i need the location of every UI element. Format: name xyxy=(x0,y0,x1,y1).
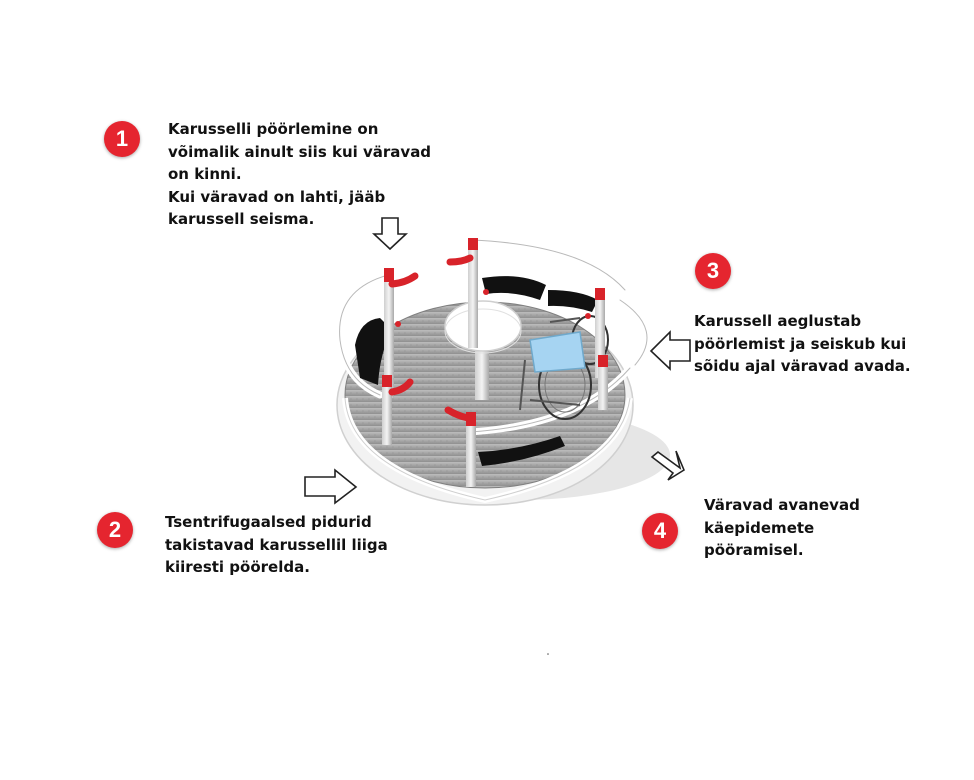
callout-3-badge: 3 xyxy=(695,253,731,289)
callout-1-line-1: Karusselli pöörlemine on xyxy=(168,120,379,138)
callout-1-text: Karusselli pöörlemine on võimalik ainult… xyxy=(168,118,431,231)
callout-3-line-2: pöörlemist ja seiskub kui xyxy=(694,334,907,353)
callout-3-line-1: Karussell aeglustab xyxy=(694,312,862,330)
callout-4-line-2: käepidemete xyxy=(704,518,815,537)
arrow-to-handle xyxy=(650,450,686,481)
callout-1-line-3: on kinni. xyxy=(168,165,242,183)
callout-2-line-2: takistavad karussellil liiga xyxy=(165,535,388,554)
callout-2-line-1: Tsentrifugaalsed pidurid xyxy=(165,513,372,531)
arrow-to-gate-right xyxy=(649,330,691,371)
wheelchair xyxy=(519,315,609,420)
centre-table xyxy=(444,300,522,400)
callout-4-text: Väravad avanevad käepidemete pööramisel. xyxy=(704,494,860,562)
callout-1-line-4: Kui väravad on lahti, jääb xyxy=(168,187,386,206)
arrow-to-gate-top xyxy=(371,217,409,251)
red-gate-handles xyxy=(388,254,474,422)
callout-3-text: Karussell aeglustab pöörlemist ja seisku… xyxy=(694,310,911,378)
callout-2-line-3: kiiresti pöörelda. xyxy=(165,558,310,576)
callout-1-line-5: karussell seisma. xyxy=(168,210,315,228)
carousel-seats xyxy=(355,276,598,466)
red-handle-hinges xyxy=(395,289,591,327)
callout-3-line-3: sõidu ajal väravad avada. xyxy=(694,357,911,375)
callout-2-text: Tsentrifugaalsed pidurid takistavad karu… xyxy=(165,511,388,579)
speck xyxy=(547,653,549,655)
callout-2-badge: 2 xyxy=(97,512,133,548)
callout-1-badge: 1 xyxy=(104,121,140,157)
callout-4-badge: 4 xyxy=(642,513,678,549)
callout-4-line-1: Väravad avanevad xyxy=(704,496,860,514)
callout-1-line-2: võimalik ainult siis kui väravad xyxy=(168,142,432,161)
arrow-to-brake xyxy=(304,468,358,505)
callout-4-line-3: pööramisel. xyxy=(704,541,804,559)
